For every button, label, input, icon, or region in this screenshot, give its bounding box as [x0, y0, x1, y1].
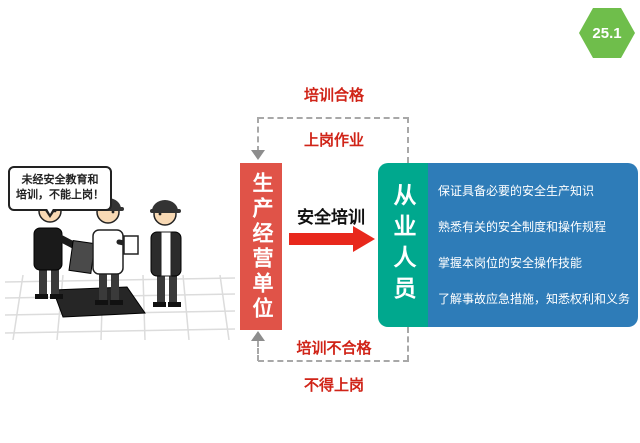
training-arrow-shaft: [289, 233, 353, 245]
worker-figure-right: [150, 200, 182, 307]
qualified-label: 培训合格: [303, 87, 364, 104]
training-arrow-label: 安全培训: [297, 208, 365, 227]
requirements-box: 保证具备必要的安全生产知识 熟悉有关的安全制度和操作规程 掌握本岗位的安全操作技…: [428, 163, 638, 327]
speech-line-2: 培训，不能上岗！: [16, 189, 104, 202]
dashed-connector-bottom-right: [407, 327, 409, 361]
dashed-connector-top: [258, 117, 409, 119]
speech-line-1: 未经安全教育和: [21, 174, 99, 186]
dashed-connector-bottom: [258, 360, 409, 362]
no-work-label: 不得上岗: [303, 377, 364, 394]
dashed-connector-bottom-left: [257, 341, 259, 361]
start-work-label: 上岗作业: [303, 132, 364, 149]
unqualified-label: 培训不合格: [296, 340, 372, 357]
section-number-badge: 25.1: [579, 8, 635, 58]
loop-arrowhead-up-icon: [251, 331, 265, 341]
speech-bubble: 未经安全教育和 培训，不能上岗！: [8, 166, 112, 218]
requirement-item: 保证具备必要的安全生产知识: [438, 183, 595, 198]
production-unit-box: 生产经营单位: [240, 163, 282, 330]
requirement-item: 掌握本岗位的安全操作技能: [438, 255, 583, 270]
training-arrow-head-icon: [353, 226, 375, 252]
loop-arrowhead-down-icon: [251, 150, 265, 160]
dashed-connector-top-left: [257, 117, 259, 152]
section-number: 25.1: [592, 24, 622, 42]
employees-box: 从业人员: [378, 163, 428, 327]
requirement-item: 了解事故应急措施，知悉权利和义务: [438, 291, 631, 306]
dashed-connector-top-right: [407, 117, 409, 163]
requirement-item: 熟悉有关的安全制度和操作规程: [438, 219, 607, 234]
worker-figure-middle: [92, 198, 139, 305]
